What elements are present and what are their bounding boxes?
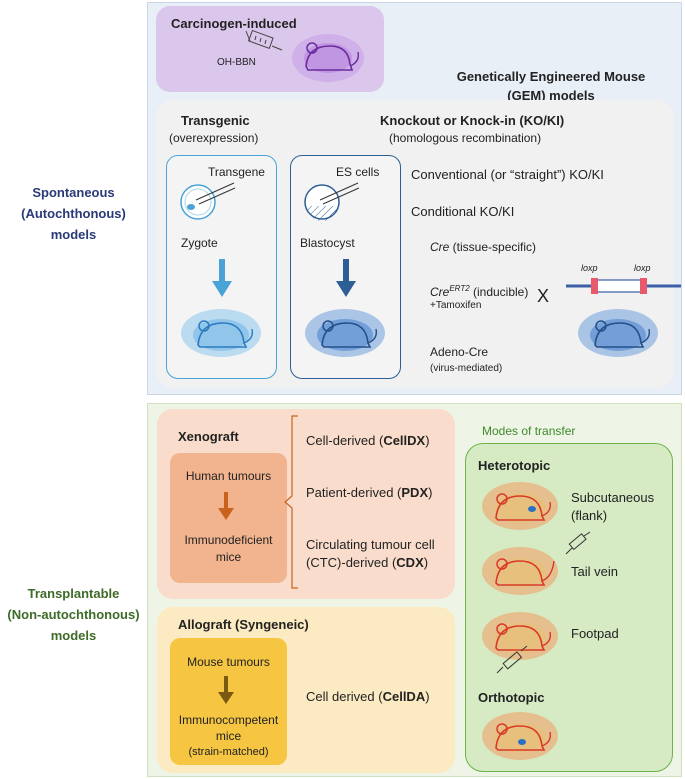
method-cre: Cre (tissue-specific) [430, 240, 537, 254]
loxp-left-label: loxp [581, 263, 598, 273]
syringe-icon-footpad [496, 645, 528, 674]
syringe-icon [245, 29, 283, 51]
spontaneous-label: Spontaneous (Autochthonous) models [21, 185, 126, 242]
transfer-heading: Modes of transfer [482, 424, 576, 438]
mouse-icon-tail-vein [482, 547, 558, 595]
method-creert2: CreERT2 (inducible) [430, 284, 529, 299]
transgene-label: Transgene [208, 165, 265, 179]
mouse-icon-blue [181, 309, 261, 357]
allograft-type: Cell derived (CellDA) [306, 689, 430, 704]
kokl-title: Knockout or Knock-in (KO/KI) [380, 113, 565, 128]
kokl-subtitle: (homologous recombination) [389, 131, 542, 145]
footpad-label: Footpad [571, 626, 619, 641]
syringe-icon-tail [565, 531, 591, 555]
gem-title: Genetically Engineered Mouse (GEM) model… [456, 69, 646, 103]
method-adeno-sub: (virus-mediated) [430, 363, 503, 374]
carcinogen-agent: OH-BBN [217, 57, 256, 68]
xenograft-title: Xenograft [178, 429, 239, 444]
carcinogen-title: Carcinogen-induced [171, 16, 297, 31]
method-conventional: Conventional (or “straight”) KO/KI [411, 167, 604, 182]
arrow-down-icon-brown [218, 676, 234, 704]
transgenic-title: Transgenic [181, 113, 250, 128]
mouse-icon-crossed [578, 309, 658, 357]
heterotopic-label: Heterotopic [478, 458, 551, 473]
xenograft-inner [170, 453, 287, 583]
allograft-host: Immunocompetent mice (strain-matched) [178, 713, 279, 758]
transplantable-label: Transplantable (Non-autochthonous) model… [7, 586, 140, 643]
zygote-icon [180, 182, 236, 220]
blastocyst-icon [304, 182, 360, 221]
tail-vein-label: Tail vein [571, 564, 618, 579]
allograft-title: Allograft (Syngeneic) [178, 617, 309, 632]
allograft-source: Mouse tumours [187, 655, 270, 669]
xenograft-source: Human tumours [185, 469, 272, 483]
xenograft-type-celldx: Cell-derived (CellDX) [306, 433, 430, 448]
mouse-icon-purple [292, 34, 364, 82]
mouse-icon-footpad [482, 612, 558, 660]
cross-symbol: X [537, 286, 550, 306]
xenograft-bracket [284, 415, 298, 589]
arrow-down-icon-orange [218, 492, 234, 520]
mouse-icon-darkblue [305, 309, 385, 357]
mouse-icon-orthotopic [482, 712, 558, 760]
xenograft-type-pdx: Patient-derived (PDX) [306, 485, 433, 500]
es-cells-label: ES cells [336, 165, 380, 179]
mouse-icon-subcutaneous [482, 482, 558, 530]
arrow-down-icon-dark [336, 259, 356, 297]
loxp-construct [566, 278, 681, 294]
zygote-label: Zygote [181, 236, 218, 250]
orthotopic-label: Orthotopic [478, 690, 545, 705]
tamoxifen-label: +Tamoxifen [430, 300, 482, 311]
xenograft-type-ctc: Circulating tumour cell (CTC)-derived (C… [306, 537, 435, 570]
allograft-inner [170, 638, 287, 765]
subcutaneous-label: Subcutaneous (flank) [571, 490, 655, 523]
blastocyst-label: Blastocyst [300, 236, 355, 250]
arrow-down-icon-light [212, 259, 232, 297]
method-adeno: Adeno-Cre [430, 345, 489, 359]
loxp-right-label: loxp [634, 263, 651, 273]
transgenic-subtitle: (overexpression) [169, 131, 259, 145]
method-conditional: Conditional KO/KI [411, 204, 515, 219]
xenograft-host: Immunodeficient mice [184, 533, 273, 564]
